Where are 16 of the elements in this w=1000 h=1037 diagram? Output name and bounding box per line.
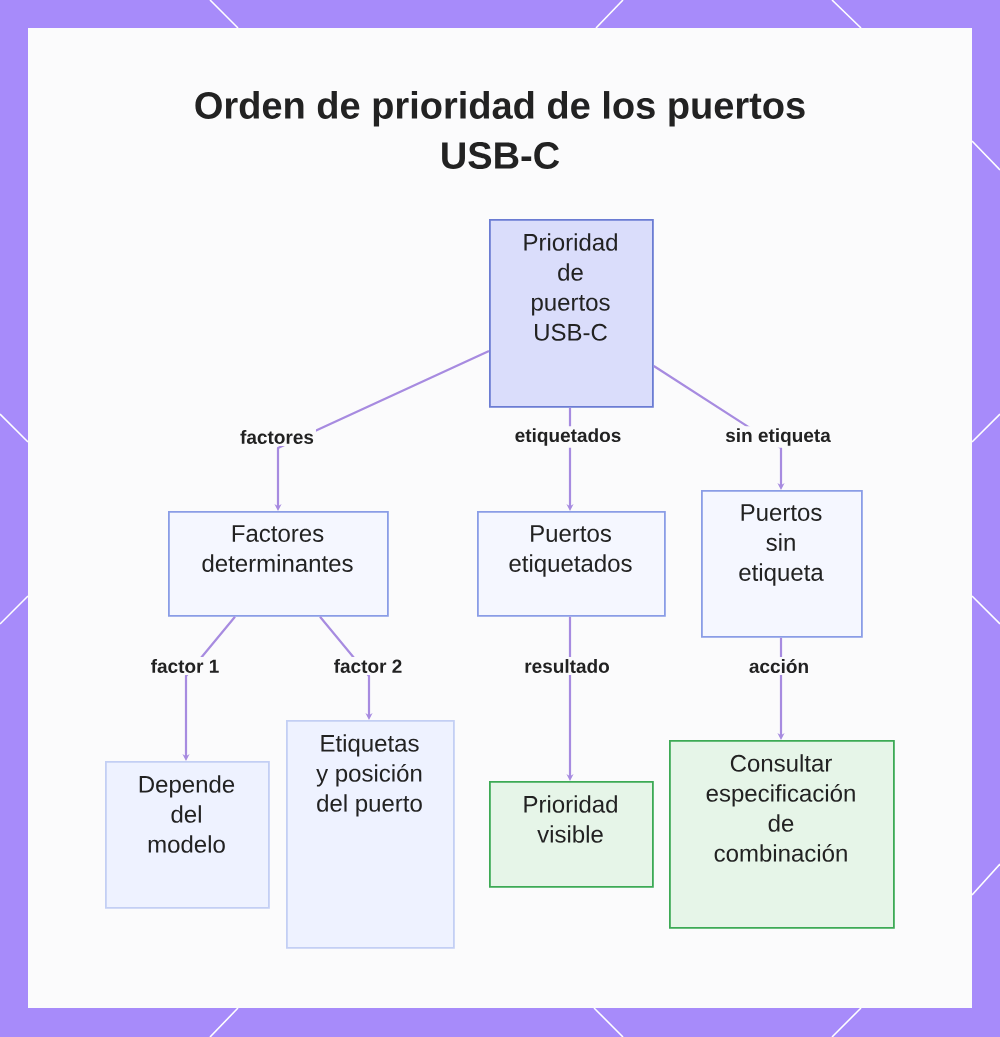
edge-label: factores <box>238 428 316 446</box>
edge-label: etiquetados <box>512 426 624 448</box>
edge-label: sin etiqueta <box>723 426 833 448</box>
leaf-box: Depende del modelo <box>105 761 270 909</box>
root-box: Prioridad de puertos USB-C <box>489 219 654 408</box>
branch-box: Puertos sin etiqueta <box>701 490 863 638</box>
edge-label: resultado <box>522 657 612 675</box>
branch-box: Puertos etiquetados <box>477 511 666 617</box>
result-box: Prioridad visible <box>489 781 654 888</box>
edge-label: factor 2 <box>331 657 405 675</box>
edge-label: factor 1 <box>148 657 222 675</box>
leaf-box: Etiquetas y posición del puerto <box>286 720 455 949</box>
title: Orden de prioridad de los puertos USB-C <box>195 91 805 169</box>
connector-arrow <box>319 616 373 720</box>
result-box: Consultar especificación de combinación <box>669 740 895 929</box>
branch-box: Factores determinantes <box>168 511 389 617</box>
